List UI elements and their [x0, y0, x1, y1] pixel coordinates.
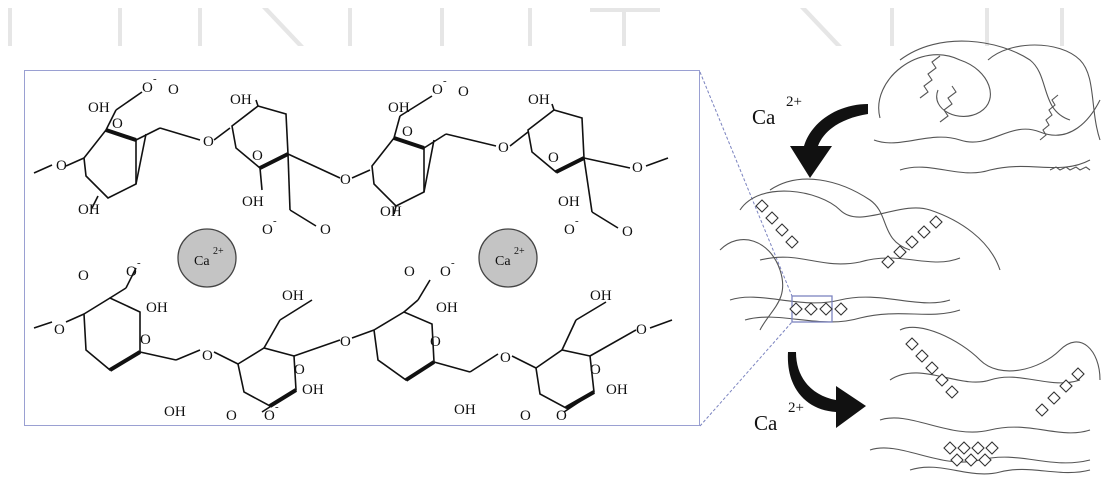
svg-text:-: -: [153, 73, 157, 85]
lower-polymer-chain: [33, 267, 673, 413]
svg-text:-: -: [567, 401, 571, 413]
svg-text:O: O: [564, 222, 575, 238]
svg-text:O: O: [500, 350, 511, 366]
svg-text:O: O: [432, 82, 443, 98]
calcium-ion-left: Ca 2+: [177, 228, 237, 288]
lower-atom-labels: O O O - OH O OH O OH O OH O O - O O O - …: [54, 257, 647, 424]
svg-text:O: O: [548, 150, 559, 166]
svg-text:2+: 2+: [788, 400, 804, 416]
svg-text:O: O: [404, 264, 415, 280]
extended-egg-box-chains: [869, 326, 1101, 475]
svg-text:O: O: [440, 264, 451, 280]
svg-text:OH: OH: [528, 92, 550, 108]
svg-text:Ca: Ca: [752, 105, 776, 129]
upper-atom-labels: O OH O OH O - O O OH O OH O - O O OH O O…: [56, 73, 643, 240]
diamond-junctions-bottom: [905, 337, 1085, 467]
svg-text:OH: OH: [606, 382, 628, 398]
upper-polymer-chain: [33, 91, 669, 229]
svg-text:Ca: Ca: [194, 254, 210, 269]
svg-text:-: -: [575, 215, 579, 227]
svg-text:-: -: [273, 215, 277, 227]
svg-text:O: O: [112, 116, 123, 132]
arrow-label-bottom: Ca 2+: [754, 400, 804, 435]
curved-arrow-down: [787, 352, 866, 428]
svg-text:O: O: [262, 222, 273, 238]
svg-text:-: -: [137, 257, 141, 269]
svg-text:OH: OH: [388, 100, 410, 116]
svg-text:O: O: [252, 148, 263, 164]
svg-text:O: O: [142, 80, 153, 96]
svg-text:O: O: [520, 408, 531, 424]
svg-text:O: O: [340, 172, 351, 188]
svg-text:O: O: [226, 408, 237, 424]
svg-text:-: -: [443, 75, 447, 87]
zoom-connector: [699, 71, 793, 427]
svg-text:O: O: [203, 134, 214, 150]
svg-text:OH: OH: [436, 300, 458, 316]
svg-text:O: O: [168, 82, 179, 98]
svg-text:OH: OH: [558, 194, 580, 210]
curved-arrow-up: [790, 104, 868, 178]
svg-text:OH: OH: [454, 402, 476, 418]
svg-text:2+: 2+: [786, 94, 802, 110]
svg-text:O: O: [556, 408, 567, 424]
watermark-strip: [8, 8, 1064, 46]
svg-text:OH: OH: [88, 100, 110, 116]
svg-text:O: O: [402, 124, 413, 140]
svg-text:OH: OH: [380, 204, 402, 220]
random-coil-chains: [873, 40, 1101, 174]
svg-text:OH: OH: [164, 404, 186, 420]
svg-text:O: O: [498, 140, 509, 156]
svg-text:OH: OH: [230, 92, 252, 108]
svg-text:O: O: [320, 222, 331, 238]
svg-text:OH: OH: [78, 202, 100, 218]
svg-text:O: O: [430, 334, 441, 350]
svg-text:O: O: [458, 84, 469, 100]
svg-text:O: O: [632, 160, 643, 176]
svg-text:O: O: [340, 334, 351, 350]
svg-text:O: O: [126, 264, 137, 280]
svg-text:Ca: Ca: [754, 411, 778, 435]
svg-text:O: O: [622, 224, 633, 240]
arrow-label-top: Ca 2+: [752, 94, 802, 129]
svg-text:-: -: [451, 257, 455, 269]
svg-text:2+: 2+: [213, 246, 224, 257]
svg-text:-: -: [275, 401, 279, 413]
svg-text:O: O: [590, 362, 601, 378]
svg-text:Ca: Ca: [495, 254, 511, 269]
svg-text:O: O: [140, 332, 151, 348]
svg-text:OH: OH: [302, 382, 324, 398]
diamond-junctions-mid: [755, 199, 943, 316]
svg-text:OH: OH: [146, 300, 168, 316]
svg-text:O: O: [294, 362, 305, 378]
svg-text:O: O: [56, 158, 67, 174]
egg-box-detail-panel: [24, 70, 700, 426]
svg-text:O: O: [202, 348, 213, 364]
svg-text:OH: OH: [590, 288, 612, 304]
svg-text:O: O: [78, 268, 89, 284]
svg-text:2+: 2+: [514, 246, 525, 257]
svg-text:O: O: [264, 408, 275, 424]
calcium-ion-right: Ca 2+: [478, 228, 538, 288]
svg-text:OH: OH: [282, 288, 304, 304]
partial-egg-box-chains: [719, 178, 1001, 331]
svg-text:O: O: [636, 322, 647, 338]
svg-text:O: O: [54, 322, 65, 338]
svg-text:OH: OH: [242, 194, 264, 210]
